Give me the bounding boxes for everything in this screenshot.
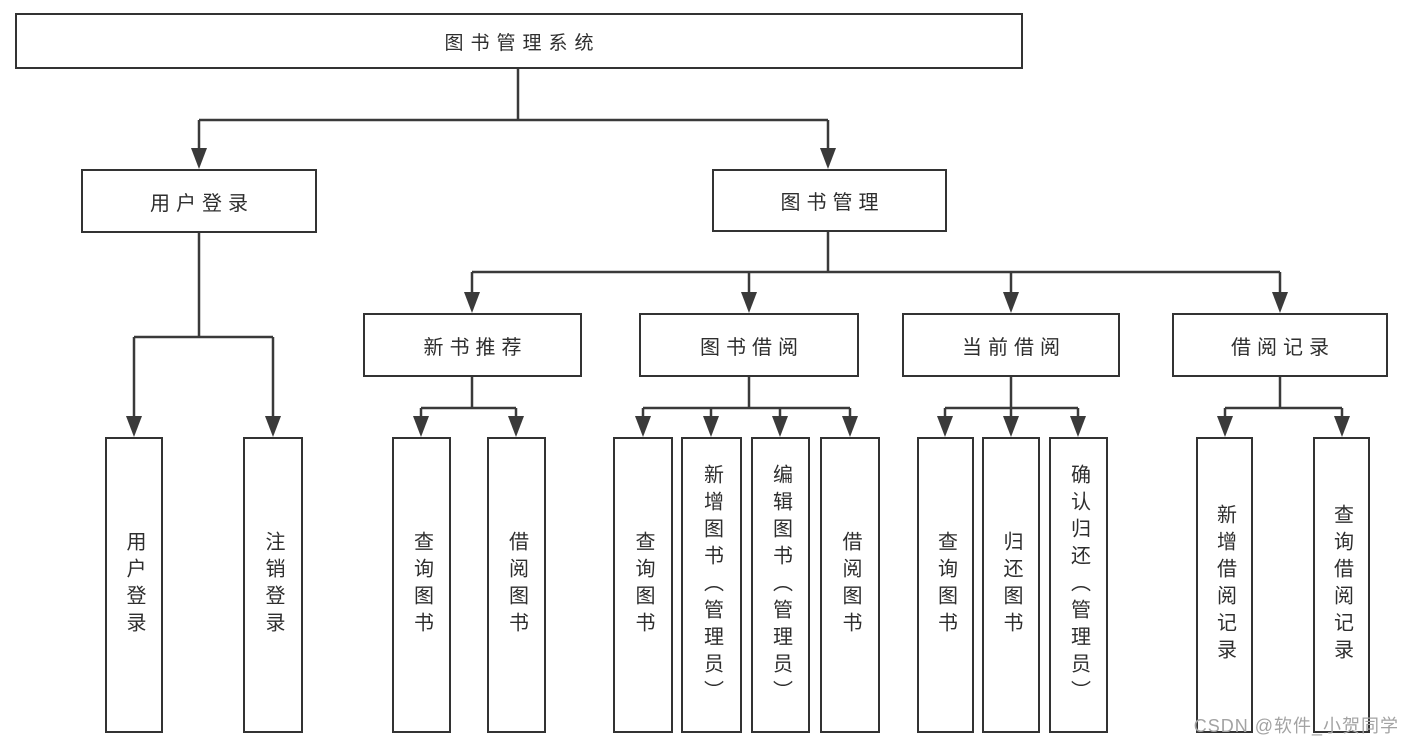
node-logout-leaf: 注销登录 xyxy=(243,437,303,733)
node-label: 借阅图书 xyxy=(839,531,861,639)
node-user-login-branch: 用户登录 xyxy=(81,169,317,233)
node-label: 新增借阅记录 xyxy=(1213,504,1236,666)
connector-root-to-level2 xyxy=(197,69,830,153)
connector-new-book-rec-to-leaves xyxy=(419,377,518,421)
node-br-add-record: 新增借阅记录 xyxy=(1196,437,1253,733)
node-label: 注销登录 xyxy=(262,531,284,639)
node-borrowing-records: 借阅记录 xyxy=(1172,313,1388,377)
node-label: 用户登录 xyxy=(123,531,145,639)
arrowhead xyxy=(508,416,524,437)
node-label: 图书管理系统 xyxy=(444,32,601,54)
arrowhead xyxy=(1003,416,1019,437)
arrowhead xyxy=(1334,416,1350,437)
connector-user-login-to-leaves xyxy=(132,233,275,421)
arrowheads xyxy=(126,148,1350,437)
connector-borrow-records-to-leaves xyxy=(1223,377,1344,421)
node-label: 借阅记录 xyxy=(1231,336,1335,359)
node-bb-borrow-books: 借阅图书 xyxy=(820,437,880,733)
node-label: 查询图书 xyxy=(934,531,957,639)
arrowhead xyxy=(1217,416,1233,437)
node-bb-query-books: 查询图书 xyxy=(613,437,673,733)
arrowhead xyxy=(464,292,480,313)
node-new-book-recommend: 新书推荐 xyxy=(363,313,582,377)
node-user-login-leaf: 用户登录 xyxy=(105,437,163,733)
node-label: 当前借阅 xyxy=(962,336,1066,359)
node-label: 借阅图书 xyxy=(505,531,528,639)
csdn-watermark: CSDN @软件_小贺同学 xyxy=(1193,716,1399,736)
arrowhead xyxy=(265,416,281,437)
node-cb-query-books: 查询图书 xyxy=(917,437,974,733)
node-label: 归还图书 xyxy=(1000,531,1022,639)
node-cb-confirm-return-admin: 确认归还（管理员） xyxy=(1049,437,1108,733)
arrowhead xyxy=(1070,416,1086,437)
connector-book-borrow-to-leaves xyxy=(641,377,852,421)
arrowhead xyxy=(937,416,953,437)
node-rec-query-books: 查询图书 xyxy=(392,437,451,733)
node-book-management-branch: 图书管理 xyxy=(712,169,947,232)
node-cb-return-books: 归还图书 xyxy=(982,437,1040,733)
arrowhead xyxy=(1003,292,1019,313)
arrowhead xyxy=(820,148,836,169)
node-label: 图书管理 xyxy=(780,192,885,214)
node-book-borrowing: 图书借阅 xyxy=(639,313,859,377)
node-label: 确认归还（管理员） xyxy=(1067,463,1090,707)
node-label: 查询图书 xyxy=(632,531,654,639)
arrowhead xyxy=(703,416,719,437)
arrowhead xyxy=(126,416,142,437)
node-library-management-system: 图书管理系统 xyxy=(15,13,1023,69)
node-label: 用户登录 xyxy=(150,192,254,215)
connector-book-mgmt-to-level3 xyxy=(470,232,1282,297)
connector-current-borrow-to-leaves xyxy=(943,377,1080,421)
node-label: 查询图书 xyxy=(410,531,433,639)
node-bb-add-books-admin: 新增图书（管理员） xyxy=(681,437,742,733)
node-label: 图书借阅 xyxy=(700,336,804,359)
arrowhead xyxy=(191,148,207,169)
arrowhead xyxy=(1272,292,1288,313)
node-label: 新书推荐 xyxy=(423,336,528,359)
node-bb-edit-books-admin: 编辑图书（管理员） xyxy=(751,437,810,733)
arrowhead xyxy=(842,416,858,437)
node-label: 查询借阅记录 xyxy=(1330,504,1353,666)
node-rec-borrow-books: 借阅图书 xyxy=(487,437,546,733)
arrowhead xyxy=(413,416,429,437)
node-label: 新增图书（管理员） xyxy=(700,463,723,707)
arrowhead xyxy=(772,416,788,437)
arrowhead xyxy=(741,292,757,313)
arrowhead xyxy=(635,416,651,437)
node-current-borrowing: 当前借阅 xyxy=(902,313,1120,377)
node-br-query-record: 查询借阅记录 xyxy=(1313,437,1370,733)
node-label: 编辑图书（管理员） xyxy=(769,463,792,707)
